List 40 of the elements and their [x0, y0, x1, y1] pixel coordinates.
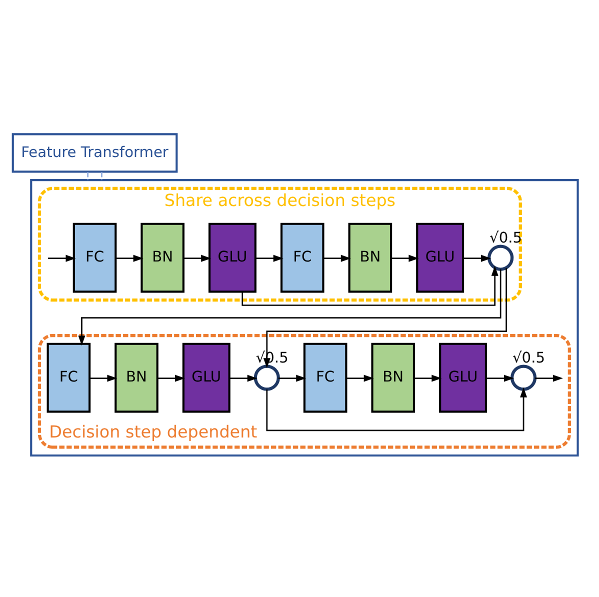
arrow: [263, 268, 507, 368]
arrow: [391, 254, 419, 262]
connector: [101, 172, 102, 180]
arrow: [278, 374, 306, 382]
node-box: GLU: [439, 342, 488, 412]
arrow: [463, 254, 492, 262]
arrow: [90, 374, 118, 382]
arrow: [535, 374, 563, 382]
node-circle: [510, 364, 537, 390]
connector: [87, 172, 88, 180]
arrow: [256, 254, 284, 262]
node-label: √0.5: [490, 228, 522, 246]
node-box: BN: [140, 222, 184, 292]
node-box: BN: [114, 342, 158, 412]
arrow: [157, 374, 186, 382]
arrow: [48, 254, 76, 262]
arrow: [346, 374, 374, 382]
arrow: [184, 254, 212, 262]
arrow: [323, 254, 351, 262]
node-box: FC: [303, 342, 348, 412]
cluster: [30, 178, 579, 456]
arrow: [486, 374, 514, 382]
node-box: GLU: [416, 222, 464, 292]
node-box: FC: [46, 342, 91, 412]
arrow: [266, 386, 528, 431]
arrow: [414, 374, 442, 382]
node-box: GLU: [208, 222, 256, 292]
node-box: Feature Transformer: [12, 132, 178, 172]
node-circle: [488, 244, 514, 270]
node-box: GLU: [182, 342, 230, 412]
arrow: [78, 268, 502, 346]
node-circle: [254, 364, 280, 390]
node-box: FC: [280, 222, 324, 292]
node-label: √0.5: [512, 348, 546, 366]
arrow: [242, 265, 498, 306]
arrow: [116, 254, 144, 262]
arrow: [230, 374, 258, 382]
node-box: BN: [371, 342, 416, 412]
node-box: FC: [72, 222, 117, 292]
node-box: BN: [348, 222, 392, 292]
